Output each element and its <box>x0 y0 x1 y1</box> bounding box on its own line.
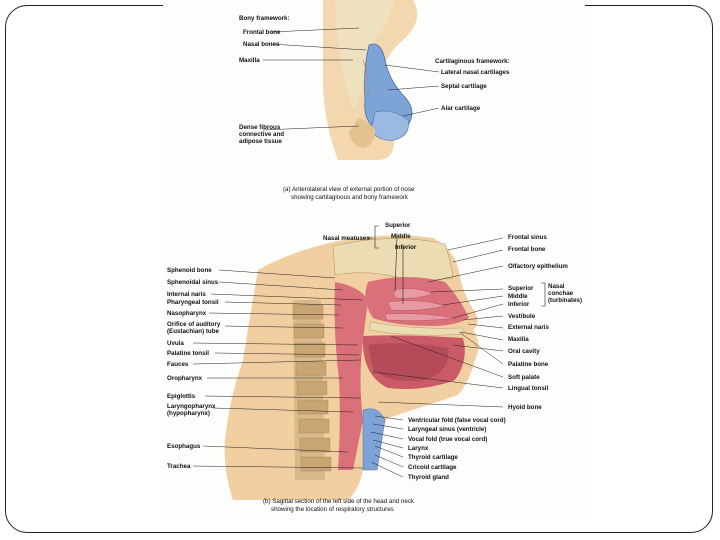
label-meatus-middle: Middle <box>391 233 411 240</box>
label-alar-cartilage: Alar cartilage <box>441 105 481 112</box>
caption-a-line-1: (a) Anterolateral view of external porti… <box>283 186 415 193</box>
label-sphenoidal-sinus: Sphenoidal sinus <box>167 279 219 286</box>
label-nasal-conchae-1: Nasal <box>548 283 565 290</box>
section-leader-lines-right <box>370 237 504 478</box>
caption-b-line-1: (b) Sagittal section of the left side of… <box>263 498 415 505</box>
label-frontal-sinus: Frontal sinus <box>508 234 547 241</box>
label-frontal-bone: Frontal bone <box>243 29 281 36</box>
label-nasal-bones: Nasal bones <box>243 41 280 48</box>
label-vocal-fold: Vocal fold (true vocal cord) <box>408 436 488 443</box>
label-orifice-2: (Eustachian) tube <box>167 328 219 335</box>
label-epiglottis: Epiglottis <box>167 393 196 400</box>
label-larynx: Larynx <box>408 445 429 452</box>
label-nasal-conchae-2: conchae <box>548 290 574 297</box>
label-nasal-meatuses: Nasal meatuses <box>323 235 370 242</box>
label-ventricular-fold: Ventricular fold (false vocal cord) <box>408 417 506 424</box>
anatomy-illustration <box>192 0 546 500</box>
label-orifice-1: Orifice of auditory <box>167 321 221 328</box>
caption-b-line-2: showing the location of respiratory stru… <box>271 506 394 513</box>
sagittal-section-illustration <box>224 235 479 500</box>
label-oral-cavity: Oral cavity <box>508 348 540 355</box>
meatus-bracket <box>367 225 546 307</box>
label-lingual-tonsil: Lingual tonsil <box>508 385 549 392</box>
label-trachea: Trachea <box>167 463 191 470</box>
label-cricoid-cartilage: Cricoid cartilage <box>408 464 457 471</box>
label-olfactory-epithelium: Olfactory epithelium <box>508 263 568 270</box>
label-frontal-bone-b: Frontal bone <box>508 246 546 253</box>
label-dense-tissue-3: adipose tissue <box>239 138 282 145</box>
label-vestibule: Vestibule <box>508 313 536 320</box>
label-meatus-superior: Superior <box>385 222 411 229</box>
label-laryngeal-sinus: Laryngeal sinus (ventricle) <box>408 426 487 433</box>
section-leader-lines-left <box>192 269 364 469</box>
label-sphenoid-bone: Sphenoid bone <box>167 267 212 274</box>
nose-illustration <box>323 0 418 160</box>
label-dense-tissue-2: connective and <box>239 131 285 138</box>
label-meatus-inferior: Inferior <box>395 244 417 251</box>
label-pharyngeal-tonsil: Pharyngeal tonsil <box>167 299 219 306</box>
label-soft-palate: Soft palate <box>508 374 540 381</box>
label-laryngopharynx-2: (hypopharynx) <box>167 410 210 417</box>
label-hyoid-bone: Hyoid bone <box>508 404 542 411</box>
label-nasal-conchae-3: (turbinates) <box>548 297 583 304</box>
label-palatine-bone: Palatine bone <box>508 361 549 368</box>
label-septal-cartilage: Septal cartilage <box>441 83 487 90</box>
label-laryngopharynx-1: Laryngopharynx <box>167 403 216 410</box>
anatomy-figure: Bony framework: Frontal bone Nasal bones… <box>163 0 585 520</box>
label-esophagus: Esophagus <box>167 443 201 450</box>
label-thyroid-cartilage: Thyroid cartilage <box>408 454 458 461</box>
label-maxilla: Maxilla <box>239 57 260 64</box>
label-lateral-nasal-cartilages: Lateral nasal cartilages <box>441 69 510 76</box>
label-uvula: Uvula <box>167 340 184 347</box>
label-thyroid-gland: Thyroid gland <box>408 474 449 481</box>
label-concha-superior: Superior <box>508 285 534 292</box>
label-cartilaginous-framework: Cartilaginous framework: <box>435 58 510 65</box>
label-concha-inferior: Inferior <box>508 301 530 308</box>
label-dense-tissue-1: Dense fibrous <box>239 124 281 131</box>
label-fauces: Fauces <box>167 361 189 368</box>
label-oropharynx: Oropharynx <box>167 375 203 382</box>
caption-a-line-2: showing cartilaginous and bony framework <box>291 194 408 201</box>
nose-leader-lines <box>262 27 440 131</box>
label-palatine-tonsil: Palatine tonsil <box>167 350 209 357</box>
label-concha-middle: Middle <box>508 293 528 300</box>
label-external-naris: External naris <box>508 324 549 331</box>
label-bony-framework: Bony framework: <box>239 15 290 22</box>
label-maxilla-b: Maxilla <box>508 336 529 343</box>
label-internal-naris: Internal naris <box>167 291 206 298</box>
label-nasopharynx: Nasopharynx <box>167 310 207 317</box>
